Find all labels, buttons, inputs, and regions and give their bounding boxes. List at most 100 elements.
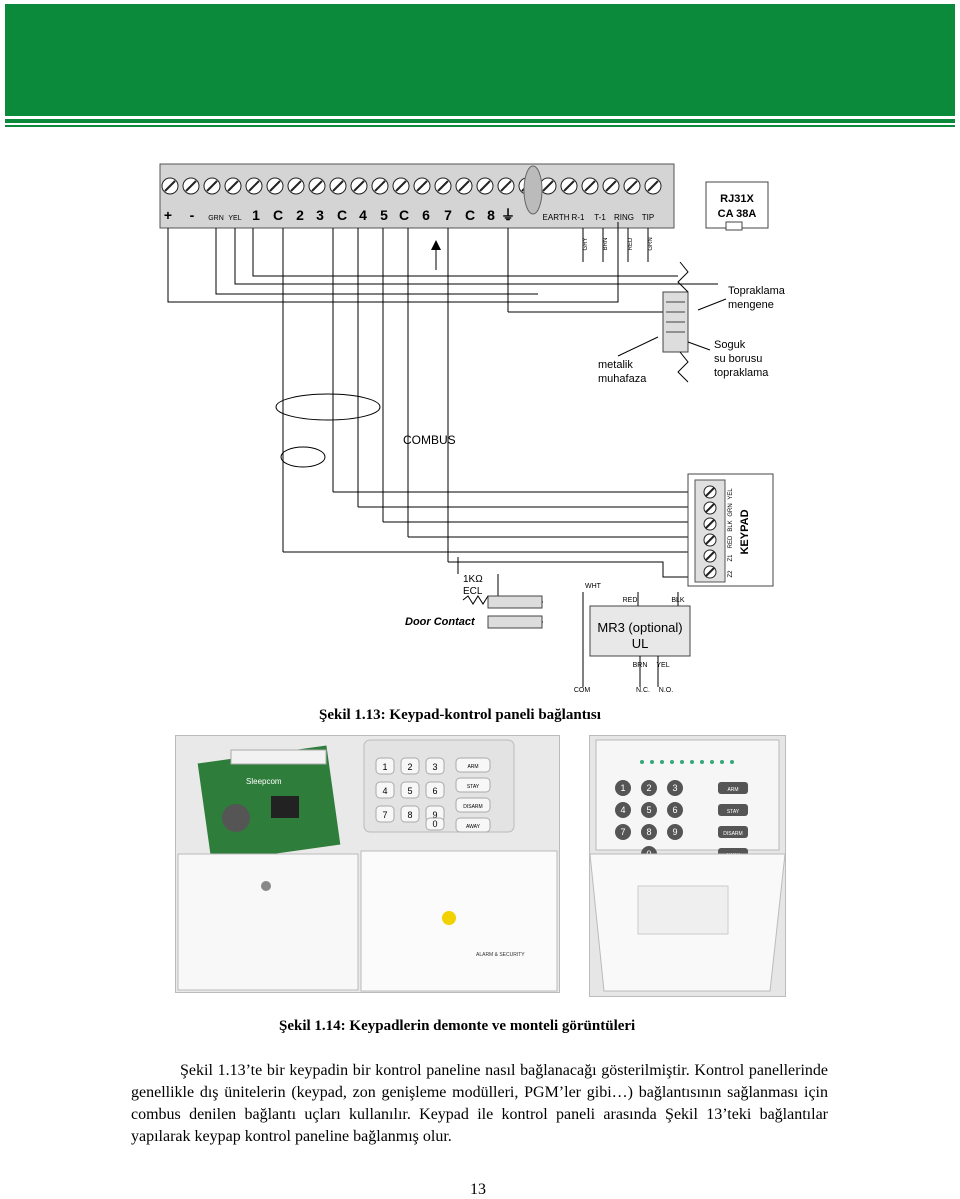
rubber-key <box>425 817 445 831</box>
led <box>690 760 694 764</box>
mr3-pin-label: COM <box>574 687 591 694</box>
terminal-label: 7 <box>444 207 452 223</box>
screw-slot <box>353 180 365 192</box>
keypad-terminal-label: BLK <box>728 520 734 531</box>
terminal-label: C <box>465 207 475 223</box>
keypad-key <box>641 802 657 818</box>
screw-slot <box>500 180 512 192</box>
terminal-label: 5 <box>380 207 388 223</box>
keypad-key-label: 3 <box>672 783 677 793</box>
led <box>650 760 654 764</box>
led <box>640 760 644 764</box>
terminal-label: YEL <box>228 215 241 222</box>
cover-label: ALARM & SECURITY <box>476 952 525 958</box>
function-key-label: AWAY <box>466 824 481 830</box>
header-rule <box>5 119 955 123</box>
rubber-key <box>425 781 445 799</box>
mr3-label: MR3 (optional) <box>597 620 682 635</box>
mr3-pin-label: N.C. <box>636 687 650 694</box>
door-contact-label: Door Contact <box>405 616 476 628</box>
keypad-terminal-label: YEL <box>728 488 734 500</box>
rubber-key <box>375 805 395 823</box>
topraklama-mengene-2: mengene <box>728 299 774 311</box>
rubber-key-label: 8 <box>407 810 412 820</box>
mr3-pin-label: YEL <box>656 662 669 669</box>
led <box>680 760 684 764</box>
screw-slot <box>705 487 715 497</box>
terminal-label: C <box>337 207 347 223</box>
terminal-label: 8 <box>487 207 495 223</box>
led <box>700 760 704 764</box>
terminal-label: C <box>273 207 283 223</box>
screw-slot <box>164 180 176 192</box>
function-key <box>455 777 491 793</box>
screw-slot <box>248 180 260 192</box>
screw-slot <box>290 180 302 192</box>
terminal-label: 2 <box>296 207 304 223</box>
screw-slot <box>647 180 659 192</box>
screw-slot <box>395 180 407 192</box>
keypad-terminal-label: RED <box>728 535 734 548</box>
function-key-label: STAY <box>467 784 480 790</box>
keypad-key <box>667 780 683 796</box>
soguk-2: su borusu <box>714 353 762 365</box>
rubber-key <box>375 781 395 799</box>
rubber-key <box>400 781 420 799</box>
screw-slot <box>705 519 715 529</box>
keypad-key <box>615 780 631 796</box>
mr3-pin-label: RED <box>623 597 638 604</box>
terminal-label: ⏚ <box>501 207 515 223</box>
keypad-key <box>615 802 631 818</box>
mr3-pin-label: N.O. <box>659 687 673 694</box>
screw-slot <box>458 180 470 192</box>
line-label: EARTH <box>543 213 570 222</box>
terminal-label: 3 <box>316 207 324 223</box>
keypad-key-label: 5 <box>646 805 651 815</box>
rj31x-label: RJ31X <box>720 193 754 205</box>
keypad-key-label: 6 <box>672 805 677 815</box>
mr3-pin-label: WHT <box>585 583 602 590</box>
screw-slot <box>227 180 239 192</box>
keypad-terminal-label: Z2 <box>728 570 734 578</box>
led <box>670 760 674 764</box>
line-label: R-1 <box>572 213 585 222</box>
metalik-1: metalik <box>598 359 633 371</box>
keypad-terminal-label: Z1 <box>728 554 734 562</box>
rubber-key-label: 1 <box>382 762 387 772</box>
screw-slot <box>705 535 715 545</box>
keypad-key-label: 8 <box>646 827 651 837</box>
screw-slot <box>705 503 715 513</box>
screw-slot <box>605 180 617 192</box>
terminal-label: C <box>399 207 409 223</box>
keypad-key <box>667 824 683 840</box>
header-band <box>5 4 955 116</box>
screw-slot <box>542 180 554 192</box>
line-label: RING <box>614 213 634 222</box>
screw-slot <box>332 180 344 192</box>
rubber-key <box>400 805 420 823</box>
rubber-key-label: 0 <box>432 819 437 829</box>
function-key-label: DISARM <box>723 831 742 837</box>
figure-caption-14: Şekil 1.14: Keypadlerin demonte ve monte… <box>279 1018 636 1034</box>
screw-slot <box>584 180 596 192</box>
terminal-label: + <box>164 207 172 223</box>
keypad-label: KEYPAD <box>739 509 751 554</box>
rubber-key-label: 3 <box>432 762 437 772</box>
resistor-label-1: 1KΩ <box>463 574 483 585</box>
rubber-key <box>375 757 395 775</box>
keypad-key-label: 7 <box>620 827 625 837</box>
rubber-key-label: 6 <box>432 786 437 796</box>
rubber-key-label: 2 <box>407 762 412 772</box>
mr3-pin-label: BRN <box>633 662 648 669</box>
terminal-label: GRN <box>208 215 224 222</box>
function-key <box>455 797 491 813</box>
soguk-3: topraklama <box>714 367 769 379</box>
terminal-label: - <box>190 207 195 223</box>
terminal-label: 6 <box>422 207 430 223</box>
function-key-label: DISARM <box>463 804 482 810</box>
terminal-label: 1 <box>252 207 260 223</box>
